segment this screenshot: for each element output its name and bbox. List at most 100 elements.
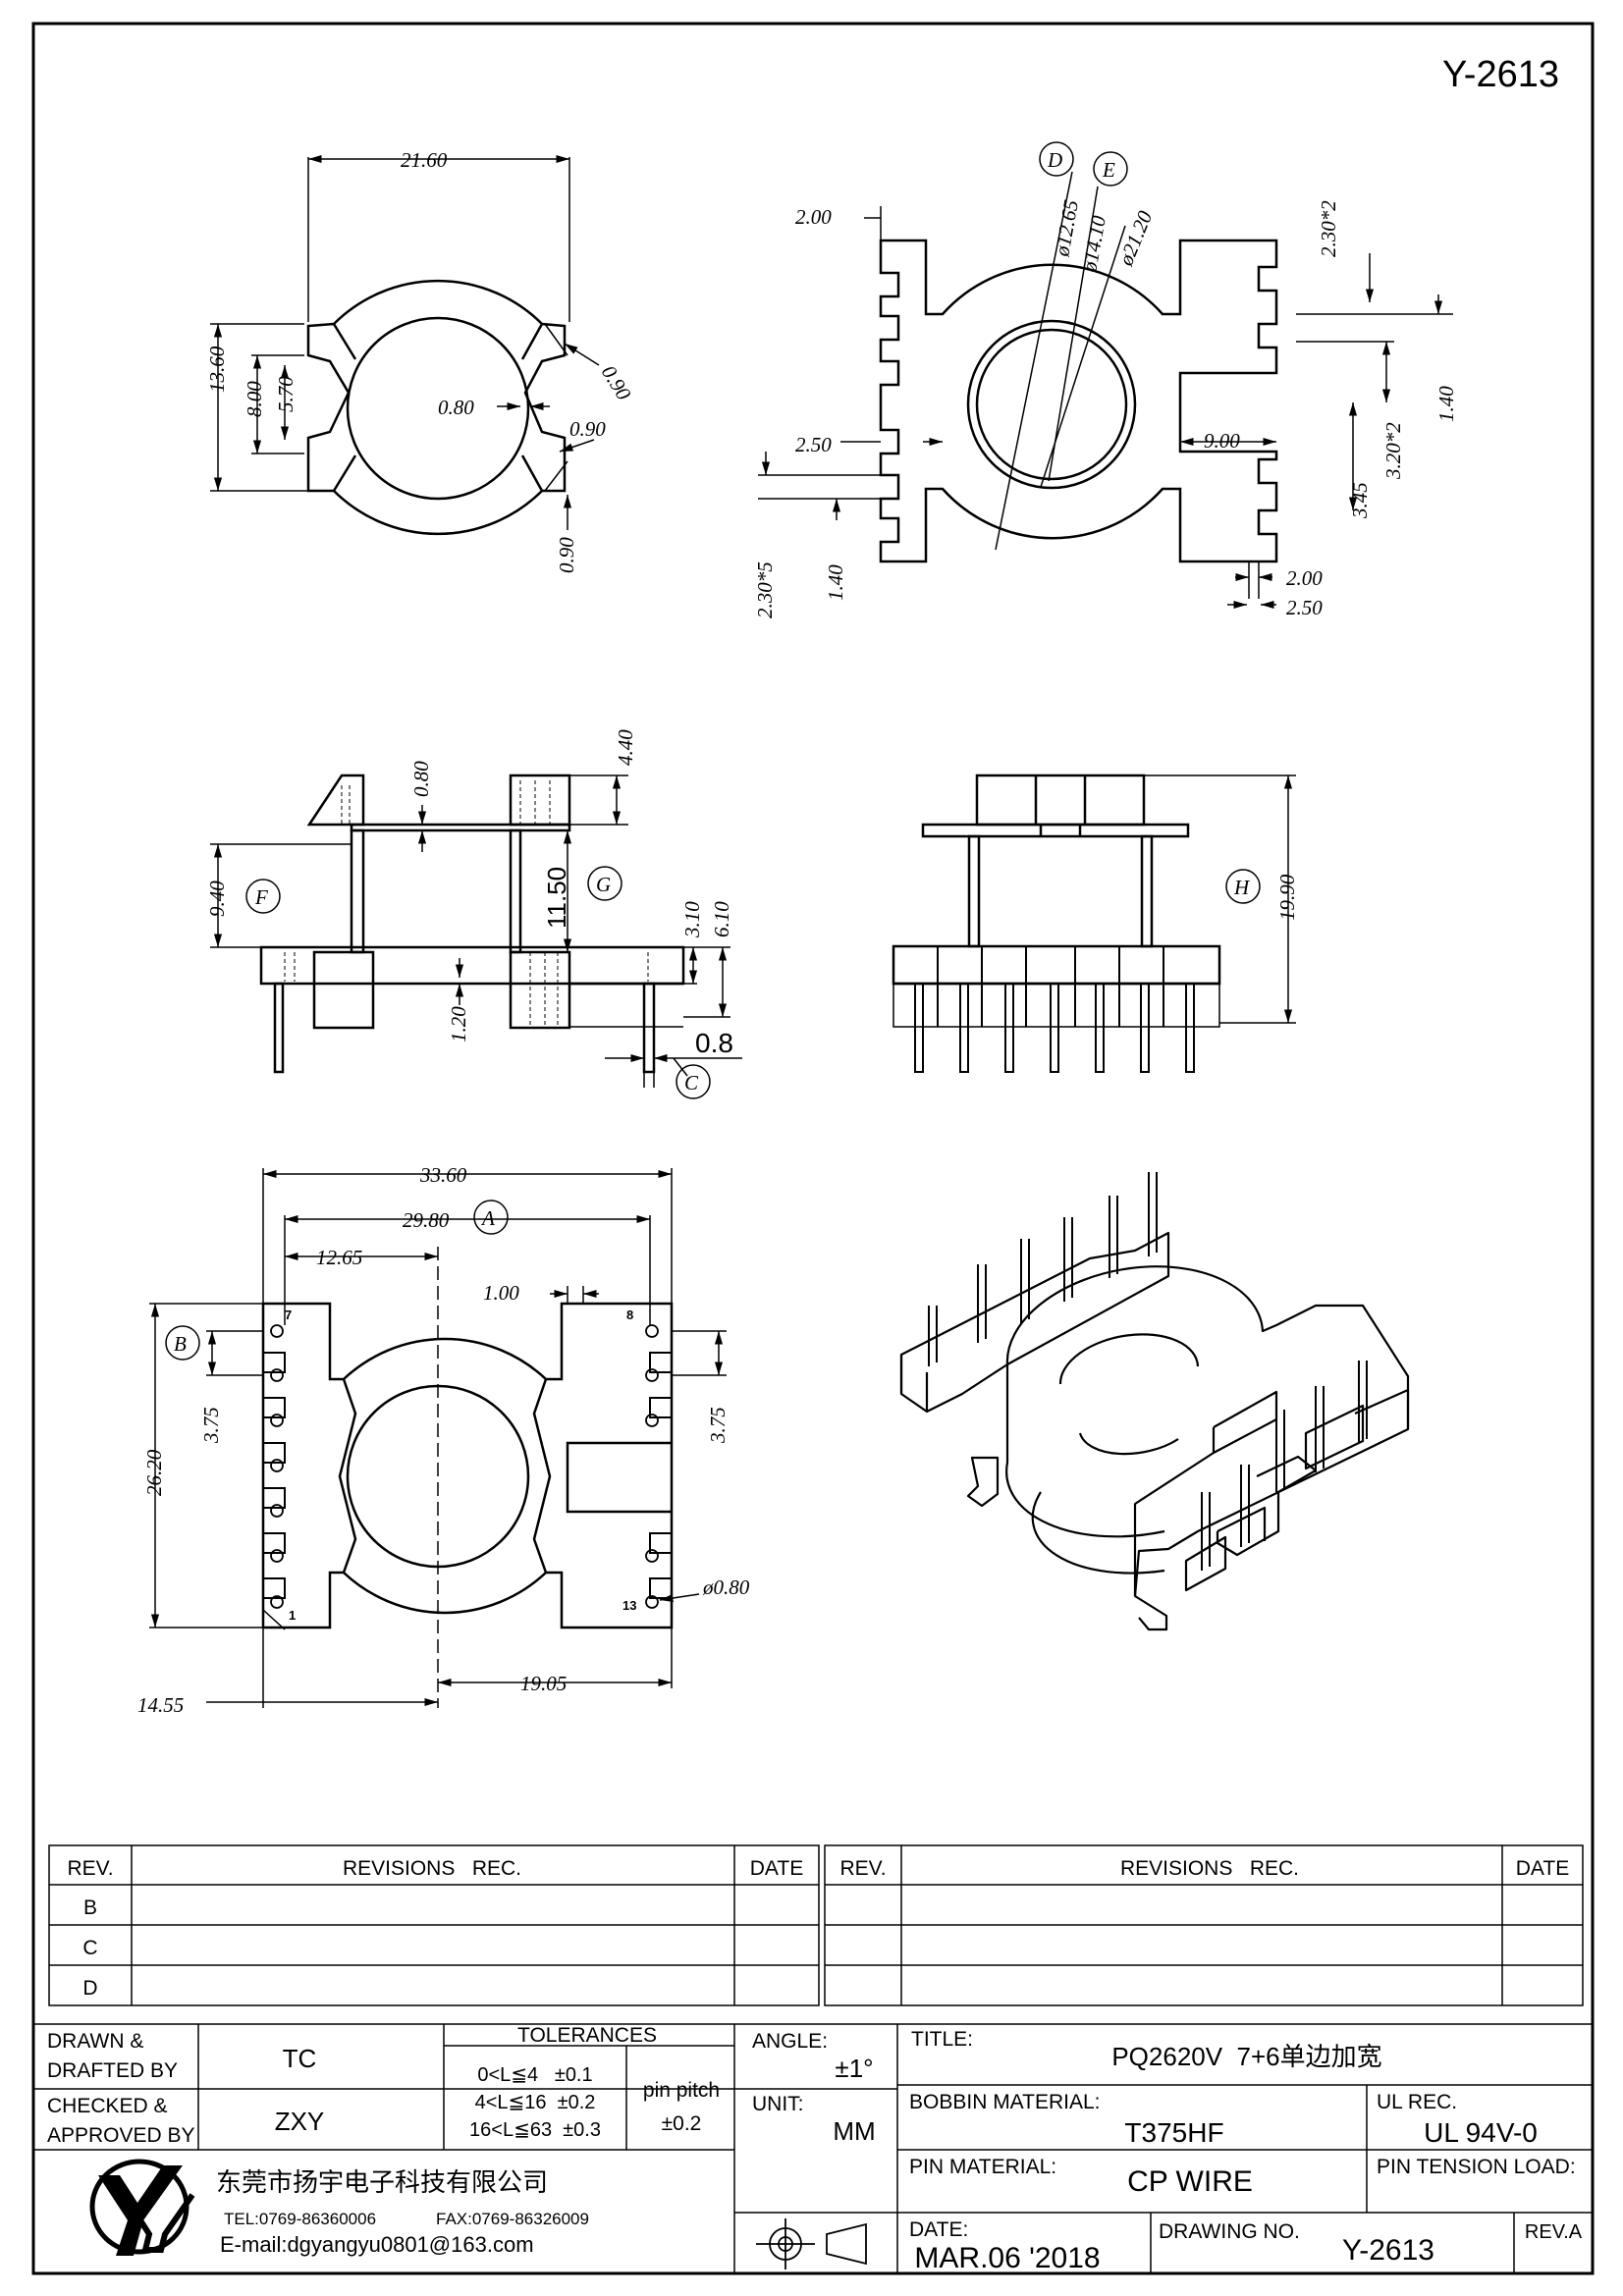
rev-row-b: B [83, 1896, 97, 1919]
dim-pitch-w: 29.80 [403, 1208, 450, 1232]
label-e-circle [1093, 151, 1128, 187]
dim-dia-1: ø12.65 [1050, 198, 1083, 259]
label-f: F [254, 885, 268, 909]
isometric-pins [928, 1172, 1368, 1571]
front-view-dims [1144, 774, 1296, 1024]
label-d-circle [1039, 141, 1074, 177]
dim-pin-offset: 1.00 [483, 1281, 519, 1305]
dim-slot-top: 2.30*2 [1317, 200, 1340, 257]
label-d: D [1047, 148, 1062, 172]
side-view-hatch [284, 780, 649, 1027]
bobbin-material-value: T375HF [1124, 2117, 1223, 2148]
dim-base-h2: 6.10 [710, 901, 733, 937]
front-view-pins [914, 946, 1195, 1073]
dim-pin-dia: ø0.80 [702, 1575, 750, 1599]
dim-fin-top: 2.00 [795, 205, 832, 229]
ul-value: UL 94V-0 [1424, 2117, 1538, 2148]
tolerance-1: 0<L≦4 ±0.1 [477, 2064, 592, 2086]
dim-height: 13.60 [205, 346, 229, 393]
pin-label-13: 13 [622, 1598, 636, 1613]
label-g: G [596, 873, 611, 896]
dim-base-b: 2.50 [1286, 596, 1323, 619]
bottom-view-pin-holes [270, 1324, 659, 1609]
rev-value: REV.A [1525, 2221, 1583, 2243]
unit-label: UNIT: [752, 2093, 804, 2115]
front-view [892, 774, 1221, 1028]
rev-row-d: D [82, 1977, 97, 2000]
label-a: A [480, 1206, 495, 1230]
dim-pin-w: 1.40 [824, 564, 847, 601]
tolerances-header: TOLERANCES [517, 2024, 657, 2047]
dim-flange-t: 0.80 [409, 761, 433, 797]
top-view [306, 279, 568, 536]
pin-label-8: 8 [626, 1308, 633, 1322]
title-block [33, 2023, 1593, 2273]
rev-header-right: REV. [839, 1857, 886, 1880]
dim-slot-depth: 9.00 [1204, 429, 1240, 453]
title-label: TITLE: [911, 2028, 973, 2051]
dim-right-w: 19.05 [520, 1672, 567, 1695]
date-label: DATE: [909, 2218, 968, 2241]
projection-symbol [756, 2218, 867, 2269]
revision-table [48, 1844, 1584, 2006]
dim-width: 21.60 [401, 148, 448, 172]
angle-label: ANGLE: [752, 2030, 828, 2053]
dim-base-a: 2.00 [1286, 566, 1323, 590]
drawn-label-1: DRAWN & [47, 2030, 143, 2053]
dim-pin-d: 0.8 [695, 1028, 733, 1058]
company-logo [89, 2159, 195, 2256]
dim-slot-left: 2.30*5 [753, 561, 777, 618]
dim-top-h: 4.40 [614, 729, 637, 766]
dim-winding-h: 11.50 [542, 867, 571, 929]
top-right-dims [758, 171, 1453, 610]
outer-frame [31, 22, 1595, 2275]
bobbin-material-label: BOBBIN MATERIAL: [909, 2091, 1101, 2113]
dim-fin-right: 1.40 [1434, 386, 1458, 422]
pin-label-1: 1 [289, 1608, 296, 1623]
pin-tension-label: PIN TENSION LOAD: [1377, 2156, 1576, 2178]
rec-header-left: REVISIONS REC. [343, 1857, 521, 1880]
dim-slot-h: 5.70 [274, 376, 298, 412]
side-view [259, 774, 685, 1074]
checked-by: ZXY [275, 2107, 325, 2136]
top-view-dims [210, 154, 600, 530]
rev-row-c: C [82, 1937, 97, 1959]
dim-inner-h: 8.00 [243, 381, 266, 417]
rec-header-right: REVISIONS REC. [1120, 1857, 1299, 1880]
pin-pitch-value: ±0.2 [662, 2112, 702, 2135]
dim-notch-a: 0.90 [597, 361, 636, 404]
dim-slot-right: 3.20*2 [1381, 422, 1405, 480]
drawing-no-label: DRAWING NO. [1159, 2220, 1300, 2243]
dim-base-h1: 3.10 [680, 901, 704, 938]
dim-bottom-height: 26.20 [142, 1449, 166, 1496]
label-c-circle [676, 1064, 711, 1099]
pin-material-label: PIN MATERIAL: [909, 2156, 1056, 2178]
date-value: MAR.06 '2018 [914, 2242, 1100, 2274]
side-view-dims [210, 774, 742, 1088]
company-email: E-mail:dgyangyu0801@163.com [220, 2232, 534, 2257]
dim-pitch-r: 3.75 [706, 1407, 730, 1444]
ul-label: UL REC. [1377, 2091, 1457, 2113]
tolerance-3: 16<L≦63 ±0.3 [469, 2119, 601, 2141]
rev-header-left: REV. [67, 1857, 113, 1880]
checked-label-1: CHECKED & [47, 2095, 168, 2117]
pin-label-7: 7 [285, 1308, 292, 1322]
dim-slot-right2: 3.45 [1348, 482, 1372, 519]
label-a-circle [473, 1200, 509, 1235]
isometric-view [899, 1231, 1410, 1631]
dim-dia-3: ø21.20 [1113, 207, 1157, 270]
tolerance-2: 4<L≦16 ±0.2 [475, 2092, 596, 2113]
label-e: E [1102, 158, 1115, 182]
company-tel: TEL:0769-86360006 [224, 2210, 376, 2228]
label-h: H [1233, 876, 1251, 899]
pin-material-value: CP WIRE [1127, 2165, 1253, 2198]
dim-dia-2: ø14.10 [1077, 213, 1110, 275]
pin-pitch-label: pin pitch [643, 2079, 720, 2102]
label-f-circle [245, 879, 281, 914]
label-c: C [684, 1071, 699, 1095]
dim-notch-c: 0.90 [555, 537, 578, 573]
company-name: 东莞市扬宇电子科技有限公司 [216, 2167, 548, 2197]
dim-overall-w: 33.60 [419, 1163, 467, 1187]
top-right-view [879, 239, 1278, 563]
